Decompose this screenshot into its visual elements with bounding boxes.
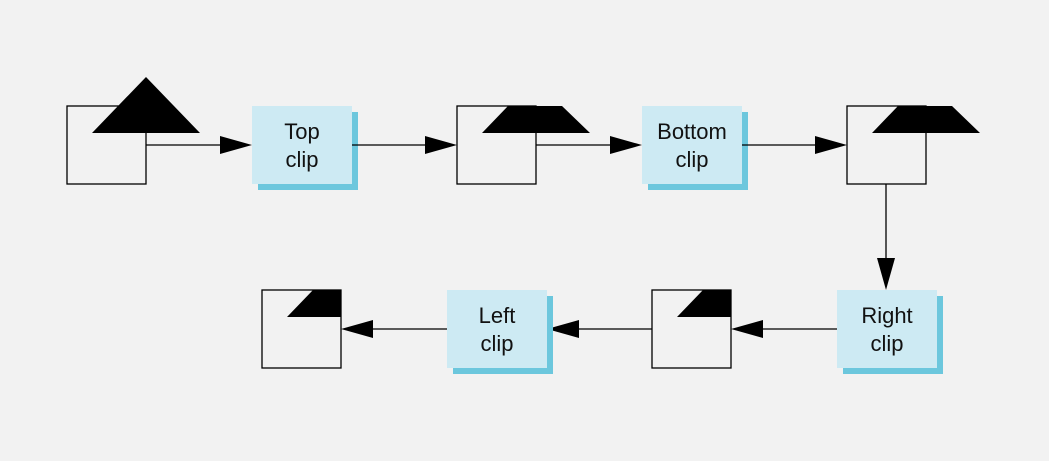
left-clip-box: Left clip (447, 290, 553, 374)
edge-top-clip-to-window (352, 136, 457, 154)
clip-window-after-bottom (846, 105, 980, 185)
right-clip-box: Right clip (837, 290, 943, 374)
edge-input-to-top-clip (146, 136, 252, 154)
clip-window-after-right (651, 289, 732, 369)
clip-window-frame (261, 289, 342, 369)
edge-bottom-clip-to-window (742, 136, 847, 154)
right-clip-label-line2: clip (870, 331, 903, 356)
edge-window-to-right-clip (877, 184, 895, 290)
clip-window-input (66, 77, 200, 185)
top-clip-label-line1: Top (284, 119, 319, 144)
clip-window-output (261, 289, 342, 369)
polygon-fully-clipped (287, 290, 341, 317)
left-clip-label-line1: Left (479, 303, 516, 328)
edge-left-clip-to-window (341, 320, 447, 338)
polygon-right-clipped (677, 290, 731, 317)
top-clip-label-line2: clip (285, 147, 318, 172)
edge-window-to-bottom-clip (536, 136, 642, 154)
bottom-clip-box: Bottom clip (642, 106, 748, 190)
polygon-bottom-clipped (872, 106, 980, 133)
right-clip-label-line1: Right (861, 303, 912, 328)
edge-right-clip-to-window (731, 320, 837, 338)
bottom-clip-label-line2: clip (675, 147, 708, 172)
edge-window-to-left-clip (547, 320, 652, 338)
polygon-top-clipped (482, 106, 590, 133)
bottom-clip-label-line1: Bottom (657, 119, 727, 144)
top-clip-box: Top clip (252, 106, 358, 190)
polygon-unclipped (92, 77, 200, 133)
left-clip-label-line2: clip (480, 331, 513, 356)
